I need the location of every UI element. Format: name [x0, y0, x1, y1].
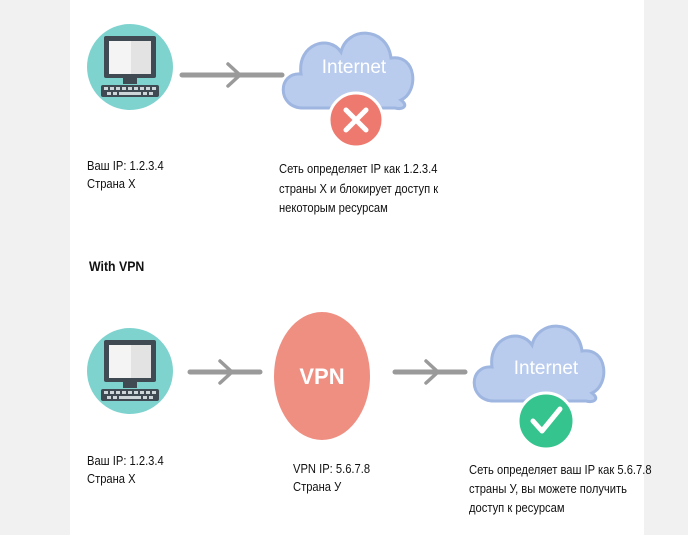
arrow-right-icon: [187, 359, 263, 385]
computer-country-label: Страна X: [87, 471, 136, 486]
network-result-line: Сеть определяет ваш IP как 5.6.7.8: [469, 462, 652, 477]
arrow-right-icon: [392, 359, 468, 385]
section-title: With VPN: [89, 258, 145, 274]
cloud-label: Internet: [322, 57, 387, 78]
computer-icon: [87, 328, 173, 414]
vpn-country-label: Страна У: [293, 479, 342, 494]
vpn-ip-label: VPN IP: 5.6.7.8: [293, 461, 371, 476]
computer-ip-label: Ваш IP: 1.2.3.4: [87, 453, 164, 468]
vpn-circle: [274, 312, 370, 440]
network-result-line: Сеть определяет IP как 1.2.3.4: [279, 161, 438, 176]
network-result-line: страны У, вы можете получить: [469, 481, 627, 496]
computer-icon: [87, 24, 173, 110]
computer-ip-label: Ваш IP: 1.2.3.4: [87, 158, 164, 173]
x-mark-icon: [327, 91, 385, 149]
cloud-label: Internet: [514, 358, 579, 379]
network-result-line: некоторым ресурсам: [279, 200, 388, 215]
vpn-label: VPN: [299, 364, 344, 389]
diagram-graphics: Internet VPN Internet: [87, 24, 606, 451]
arrow-right-icon: [179, 62, 285, 88]
network-result-line: страны X и блокирует доступ к: [279, 181, 439, 196]
computer-country-label: Страна X: [87, 176, 136, 191]
network-result-line: доступ к ресурсам: [469, 500, 565, 515]
vpn-diagram: Internet VPN Internet В: [70, 0, 652, 535]
check-mark-icon: [516, 391, 576, 451]
